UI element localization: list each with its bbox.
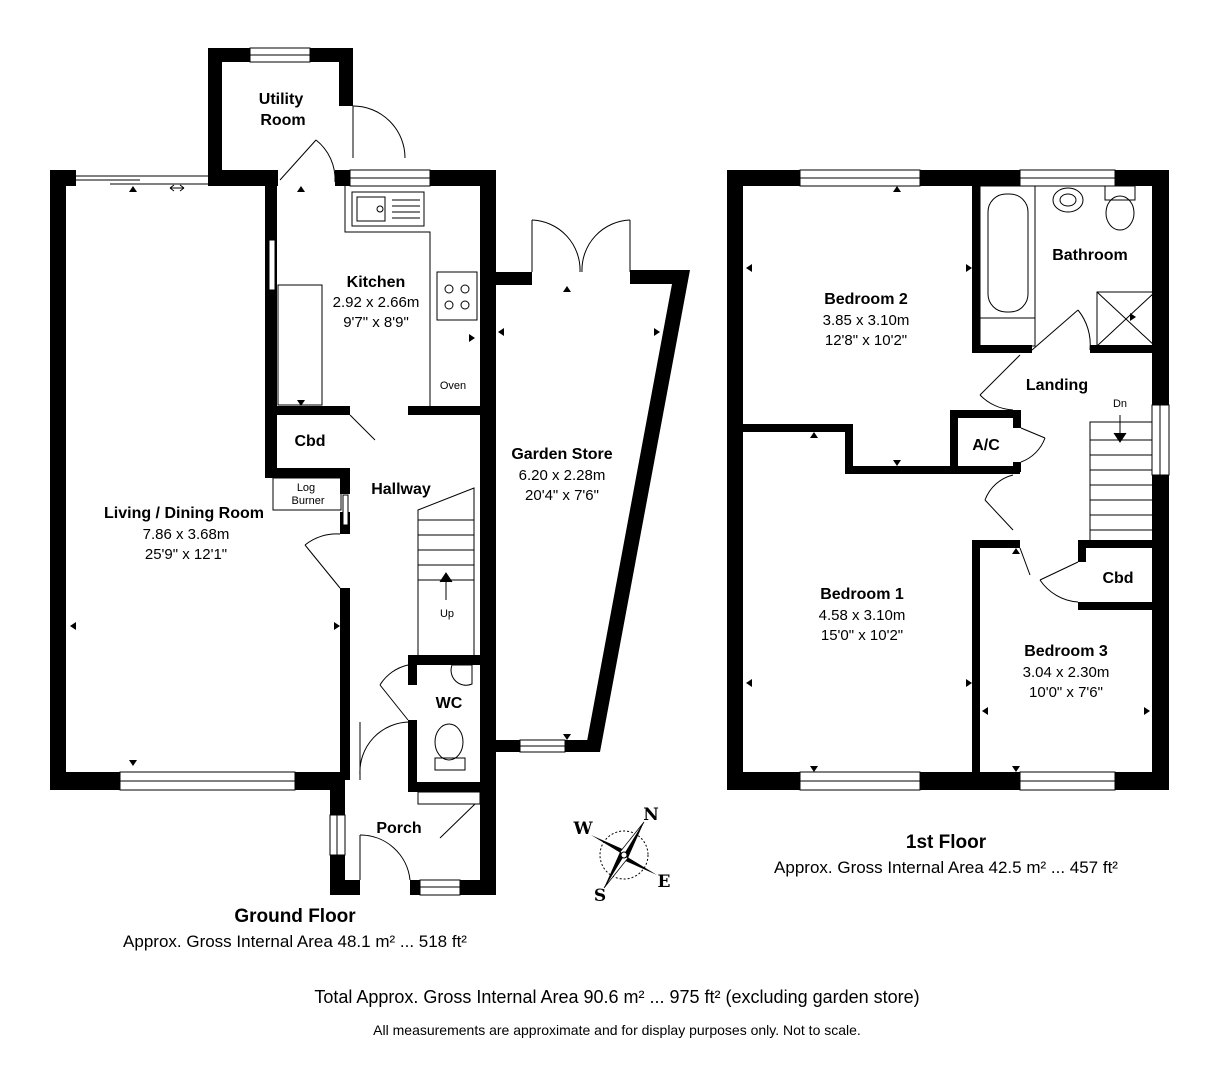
kitchen-dim-metric: 2.92 x 2.66m bbox=[333, 294, 420, 311]
bedroom-1-label: Bedroom 1 bbox=[820, 586, 904, 603]
wc-fixtures bbox=[434, 664, 473, 771]
compass-west-label: W bbox=[572, 819, 593, 839]
living-room-dim-imperial: 25'9" x 12'1" bbox=[145, 546, 227, 563]
log-burner-label-1: Log bbox=[297, 482, 315, 494]
garden-store-label: Garden Store bbox=[511, 446, 612, 463]
garden-store-walls bbox=[494, 272, 532, 285]
ground-floor-area: Approx. Gross Internal Area 48.1 m² ... … bbox=[123, 932, 467, 951]
disclaimer: All measurements are approximate and for… bbox=[373, 1022, 861, 1038]
wc-label: WC bbox=[436, 695, 463, 712]
up-label: Up bbox=[440, 608, 454, 620]
bedroom-2-dim-metric: 3.85 x 3.10m bbox=[823, 312, 910, 329]
ac-label: A/C bbox=[972, 437, 1000, 454]
door-swings bbox=[279, 105, 1091, 881]
kitchen-fixtures bbox=[272, 186, 478, 511]
kitchen-label: Kitchen bbox=[347, 274, 406, 291]
log-burner-label-2: Burner bbox=[291, 495, 324, 507]
stairs-ground bbox=[417, 487, 475, 655]
sliding-door bbox=[76, 175, 208, 192]
hallway-label: Hallway bbox=[371, 481, 431, 498]
compass-east-label: E bbox=[658, 872, 671, 892]
ground-floor-title: Ground Floor bbox=[234, 906, 356, 927]
bedroom-3-label: Bedroom 3 bbox=[1024, 643, 1108, 660]
porch-label: Porch bbox=[376, 820, 421, 837]
bedroom-1-dim-metric: 4.58 x 3.10m bbox=[819, 607, 906, 624]
first-floor-area: Approx. Gross Internal Area 42.5 m² ... … bbox=[774, 858, 1118, 877]
compass-north-label: N bbox=[643, 805, 659, 825]
stairs-first bbox=[1089, 415, 1152, 540]
oven-label: Oven bbox=[440, 380, 466, 392]
bedroom-3-dim-metric: 3.04 x 2.30m bbox=[1023, 664, 1110, 681]
bathroom-label: Bathroom bbox=[1052, 247, 1128, 264]
compass-icon: N S E W bbox=[572, 805, 670, 906]
total-area: Total Approx. Gross Internal Area 90.6 m… bbox=[314, 987, 920, 1007]
down-label: Dn bbox=[1113, 398, 1127, 410]
kitchen-dim-imperial: 9'7" x 8'9" bbox=[343, 314, 409, 331]
bathroom-fixtures bbox=[979, 185, 1156, 347]
compass-south-label: S bbox=[594, 886, 606, 906]
bedroom-2-dim-imperial: 12'8" x 10'2" bbox=[825, 332, 907, 349]
garden-store-dim-imperial: 20'4" x 7'6" bbox=[525, 487, 599, 504]
first-floor-title: 1st Floor bbox=[905, 832, 987, 853]
living-room-dim-metric: 7.86 x 3.68m bbox=[143, 526, 230, 543]
measurement-markers bbox=[70, 186, 1150, 772]
cbd-label: Cbd bbox=[294, 433, 325, 450]
utility-label-2: Room bbox=[260, 112, 305, 129]
cbd-first-floor-label: Cbd bbox=[1102, 570, 1133, 587]
bedroom-2-label: Bedroom 2 bbox=[824, 291, 908, 308]
garden-store-dim-metric: 6.20 x 2.28m bbox=[519, 467, 606, 484]
bedroom-1-dim-imperial: 15'0" x 10'2" bbox=[821, 627, 903, 644]
utility-label-1: Utility bbox=[259, 91, 304, 108]
landing-label: Landing bbox=[1026, 377, 1088, 394]
living-room-label: Living / Dining Room bbox=[104, 505, 264, 522]
bedroom-3-dim-imperial: 10'0" x 7'6" bbox=[1029, 684, 1103, 701]
